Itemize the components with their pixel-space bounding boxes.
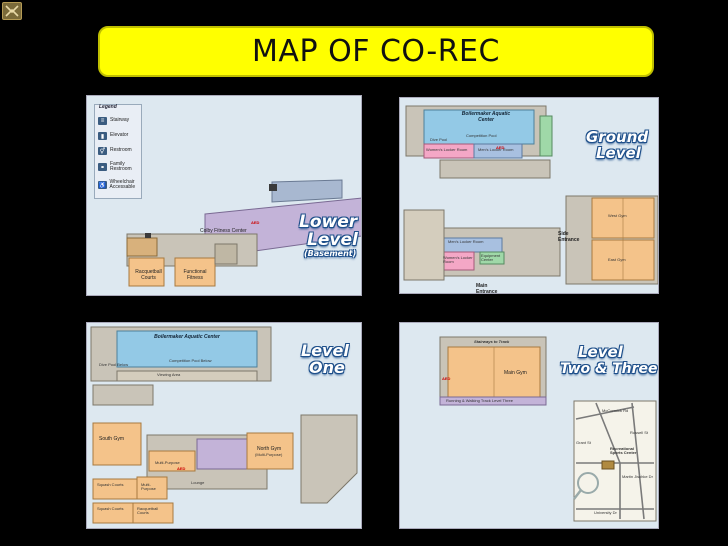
wheelchair-icon: ♿ [98, 181, 107, 190]
running-track: Running & Walking Track Level Three [446, 398, 513, 403]
aed-icon: AED [442, 376, 451, 381]
ground-level-floorplan [403, 105, 658, 285]
stairways-to-track: Stairways to Track [474, 339, 510, 344]
title-banner: MAP OF CO-REC [98, 26, 654, 77]
room-multi-purpose-2: Multi-Purpose [141, 482, 156, 492]
level-two-floorplan [439, 336, 657, 522]
legend: Legend ≡Stairway ▮Elevator ⚥Restroom ⚭Fa… [94, 104, 142, 199]
legend-stairway: ≡Stairway [98, 117, 129, 125]
level-label-lower: Lower [299, 212, 358, 232]
map-mccormick-rd: McCormick Rd [602, 408, 629, 413]
room-lounge: Lounge [191, 480, 205, 485]
room-north-gym-sub: (Multi-Purpose) [255, 452, 283, 457]
level-label-one: One [309, 358, 345, 377]
level-label-level: Level [596, 144, 641, 162]
room-main-gym: Main Gym [504, 370, 527, 376]
level-one-floorplan [90, 326, 358, 524]
aed-icon: AED [251, 220, 260, 225]
map-grant-st: Grant St [576, 440, 591, 445]
main-entrance: Main Entrance [476, 283, 498, 294]
room-functional-fitness: Functional Fitness [183, 269, 207, 281]
room-multi-purpose: Multi-Purpose [155, 460, 180, 465]
level-label-level: Level [307, 230, 358, 250]
map-rec-center: Recreational Sports Center [610, 446, 637, 456]
room-north-gym: North Gym [257, 446, 282, 452]
level-label-basement: (Basement) [304, 249, 357, 258]
level-label-ground: Ground [586, 128, 649, 146]
legend-family-restroom: ⚭Family Restroom [98, 161, 132, 173]
room-squash: Squash Courts [97, 482, 124, 487]
level-label-two-three: Two & Three [560, 361, 658, 377]
legend-restroom: ⚥Restroom [98, 147, 132, 155]
room-squash-2: Squash Courts [97, 506, 124, 511]
legend-wheelchair: ♿Wheelchair Accessable [98, 179, 136, 191]
room-aquatic-center: Boilermaker Aquatic Center [461, 111, 511, 123]
aed-icon: AED [177, 466, 186, 471]
side-entrance: Side Entrance [558, 231, 580, 243]
map-martin-jischke: Martin Jischke Dr [622, 474, 653, 479]
room-womens-locker-2: Women's Locker Room [443, 255, 473, 265]
map-lower-level[interactable]: Legend ≡Stairway ▮Elevator ⚥Restroom ⚭Fa… [86, 95, 362, 296]
level-label-level: Level [578, 343, 623, 361]
map-ground-level[interactable]: Boilermaker Aquatic Center Competition P… [399, 97, 659, 294]
room-viewing-area: Viewing Area [157, 372, 181, 377]
room-womens-locker: Women's Locker Room [426, 147, 468, 152]
map-university-dr: University Dr [594, 510, 617, 515]
room-competition-pool: Competition Pool [466, 133, 497, 138]
restroom-icon: ⚥ [98, 147, 107, 155]
page-title: MAP OF CO-REC [252, 34, 500, 69]
room-mens-locker: Men's Locker Room [478, 147, 514, 152]
stairway-icon: ≡ [98, 117, 107, 125]
map-level-one[interactable]: Boilermaker Aquatic Center Competition P… [86, 322, 362, 529]
aed-icon: AED [496, 145, 505, 150]
room-comp-pool-below: Competition Pool Below [169, 358, 212, 363]
level-label-level: Level [301, 341, 349, 360]
legend-elevator: ▮Elevator [98, 132, 128, 140]
room-east-gym: East Gym [608, 257, 626, 262]
room-west-gym: West Gym [608, 213, 627, 218]
room-racquetball: Racquetball Courts [135, 269, 162, 281]
room-mens-locker-2: Men's Locker Room [448, 239, 484, 244]
room-aquatic-center: Boilermaker Aquatic Center [154, 334, 220, 340]
lower-level-floorplan [126, 179, 361, 287]
room-colby-fitness: Colby Fitness Center [200, 228, 247, 234]
elevator-icon: ▮ [98, 132, 107, 140]
family-restroom-icon: ⚭ [98, 163, 107, 172]
app-icon [2, 2, 22, 20]
room-dive-pool: Dive Pool [430, 137, 448, 142]
room-equipment-center: Equipment Center [481, 253, 501, 263]
room-dive-pool-below: Dive Pool Below [99, 362, 129, 367]
map-level-two-three[interactable]: Stairways to Track Main Gym Running & Wa… [399, 322, 659, 529]
room-south-gym: South Gym [99, 436, 125, 442]
map-russell-st: Russell St [630, 430, 649, 435]
room-racquetball: Racquetball Courts [137, 506, 159, 516]
